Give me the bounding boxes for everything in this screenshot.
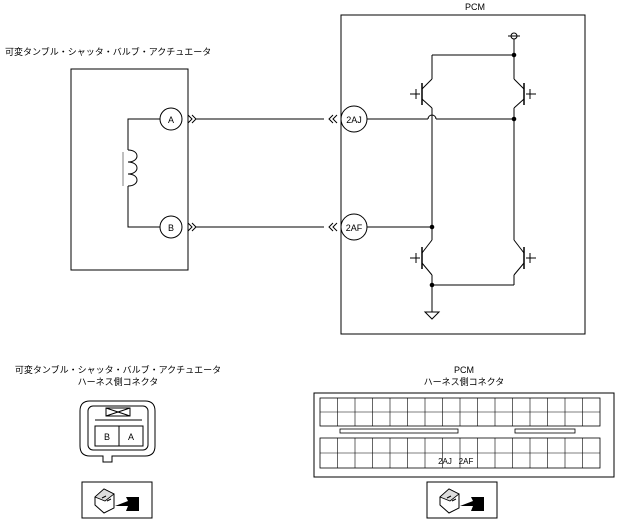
connector-probe-icon xyxy=(81,481,153,519)
pcm-title: PCM xyxy=(465,2,485,12)
pin-2af-label: 2AF xyxy=(346,223,363,233)
pin-2aj-label: 2AJ xyxy=(346,115,362,125)
conn-cell-a: A xyxy=(128,432,134,442)
pcm-cell-2aj: 2AJ xyxy=(438,457,452,466)
actuator-harness-connector xyxy=(79,400,156,463)
connector-arrow-2af xyxy=(328,222,338,232)
bottom-actuator-title: 可変タンブル・シャッタ・バルブ・アクチュエータ xyxy=(15,364,221,375)
transistor-top-right xyxy=(513,78,536,109)
pcm-connector-body xyxy=(313,392,615,478)
bottom-pcm-title: PCM xyxy=(454,365,474,375)
connector-probe-icon xyxy=(426,481,498,519)
connector-arrow-b xyxy=(187,222,197,232)
coil-symbol xyxy=(122,118,160,228)
conn-cell-b: B xyxy=(104,432,110,442)
bottom-actuator-subtitle: ハーネス側コネクタ xyxy=(78,376,159,387)
transistor-bottom-right xyxy=(513,239,536,276)
actuator-box xyxy=(70,68,189,271)
pcm-harness-connector xyxy=(313,392,615,478)
pin-b-circle xyxy=(159,215,183,239)
pcm-cell-2af: 2AF xyxy=(459,457,474,466)
transistor-top-left xyxy=(410,78,433,109)
connector-arrow-2aj xyxy=(328,114,338,124)
pcm-lock-bar-left xyxy=(339,428,459,434)
connector-arrow-a xyxy=(187,114,197,124)
actuator-title: 可変タンブル・シャッタ・バルブ・アクチュエータ xyxy=(5,46,211,57)
pcm-box xyxy=(340,14,586,335)
h-bridge-circuit xyxy=(367,32,520,320)
pin-b-label: B xyxy=(168,223,174,233)
bottom-pcm-subtitle: ハーネス側コネクタ xyxy=(424,376,505,387)
pin-a-circle xyxy=(159,107,183,131)
pcm-lock-bar-right xyxy=(514,428,576,434)
transistor-bottom-left xyxy=(410,239,433,276)
pin-a-label: A xyxy=(168,115,174,125)
